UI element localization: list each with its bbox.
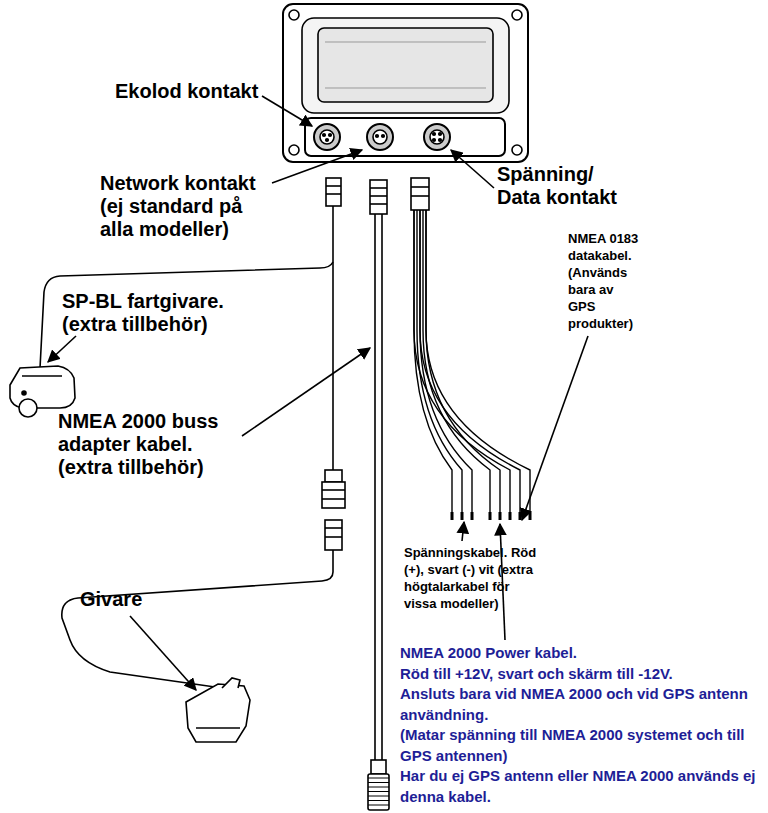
accessory-label: SP-BL fartgivare. (extra tillbehör) (62, 290, 240, 336)
cable-note: Har du ej GPS antenn eller NMEA 2000 anv… (400, 766, 762, 807)
nmea2000-cable (375, 214, 382, 760)
adapter-connector (322, 470, 345, 508)
power-plug (411, 178, 429, 210)
unit-housing (283, 4, 528, 162)
connector-panel (305, 118, 505, 156)
connector-label: Ekolod kontakt (115, 80, 285, 103)
power-connector (424, 124, 450, 150)
power-data-wires (414, 210, 532, 520)
transducer-plug (325, 520, 342, 550)
sonar-connector (314, 124, 340, 150)
network-plug (370, 180, 387, 214)
sonar-plug (326, 178, 341, 206)
threaded-connector (368, 760, 389, 810)
speed-sensor (10, 366, 75, 408)
network-connector (367, 124, 393, 150)
speed-sensor-cable (40, 262, 333, 368)
cable-note: NMEA 2000 Power kabel. (400, 643, 762, 664)
cable-note: Röd till +12V, svart och skärm till -12V… (400, 664, 762, 685)
cable-note: (Matar spänning till NMEA 2000 systemet … (400, 725, 762, 766)
cable-note: Ansluts bara vid NMEA 2000 och vid GPS a… (400, 684, 762, 725)
unit-screen (318, 28, 493, 102)
transducer (186, 684, 250, 742)
part-label: Givare (80, 588, 170, 611)
sonar-cable (332, 206, 334, 470)
cable-label: Spänningskabel. Röd (+), svart (-) vit (… (404, 544, 544, 612)
connector-label: Spänning/ Data kontakt (497, 163, 632, 209)
unit-bezel (302, 18, 509, 113)
cable-label: NMEA 0183 datakabel. (Används bara av GP… (568, 230, 644, 332)
transducer-cable (62, 550, 333, 688)
connector-label: Network kontakt (ej standard på alla mod… (100, 172, 275, 241)
accessory-label: NMEA 2000 buss adapter kabel. (extra til… (58, 410, 240, 479)
leader-lines (48, 96, 588, 690)
